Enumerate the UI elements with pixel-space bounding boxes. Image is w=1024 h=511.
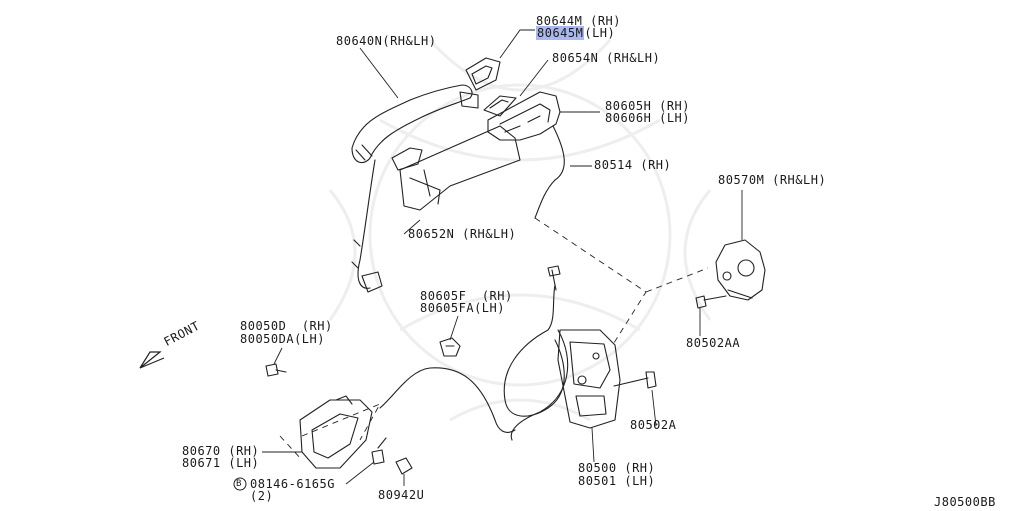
part-label-08146: 08146-6165G (250, 477, 335, 491)
part-label-80654N: 80654N (RH&LH) (552, 51, 661, 65)
part-label-80606H: 80606H (LH) (605, 111, 690, 125)
part-label-80671: 80671 (LH) (182, 456, 260, 470)
rod-shape (534, 125, 565, 219)
part-label-80942U: 80942U (378, 488, 425, 502)
alignment-dashes (279, 217, 709, 461)
key-escutcheon-shape (465, 57, 501, 91)
part-label-80500: 80500 (RH) (578, 461, 656, 475)
part-label-80605F: 80605F (RH) (420, 289, 513, 303)
highlighted-part-number[interactable]: 80645M (536, 26, 585, 40)
bolt-80502A-shape (613, 371, 657, 389)
part-label-80570M: 80570M (RH&LH) (718, 173, 827, 187)
clip-80942U-shape (395, 457, 413, 475)
outside-handle-shape (351, 84, 479, 164)
lock-cables-shape (503, 284, 565, 417)
striker-shape (715, 239, 766, 301)
watermark-emblem (328, 38, 712, 422)
inside-handle-shape (299, 395, 373, 469)
part-label-80502AA: 80502AA (686, 336, 741, 350)
leader-lines (262, 29, 743, 486)
part-label-08146-qty: (2) (250, 489, 274, 503)
inside-handle-cable-shape (379, 367, 516, 433)
part-label-80645M[interactable]: 80645M(LH) (536, 26, 616, 40)
front-arrow-icon (139, 351, 165, 369)
part-label-80050DA: 80050DA(LH) (240, 332, 325, 346)
part-label-80514: 80514 (RH) (594, 158, 672, 172)
part-label-80644M: 80644M (RH) (536, 14, 621, 28)
part-label-80501: 80501 (LH) (578, 474, 656, 488)
part-label-80605H: 80605H (RH) (605, 99, 690, 113)
part-label-80670: 80670 (RH) (182, 444, 260, 458)
cable-clip-shape (439, 337, 461, 357)
handle-cable-shape (357, 159, 376, 289)
part-label-80502A: 80502A (630, 418, 677, 432)
part-label-80050D: 80050D (RH) (240, 319, 333, 333)
bolt-08146-shape (371, 437, 387, 465)
handle-bracket-shape (391, 91, 561, 211)
gasket-shape (483, 95, 517, 117)
door-lock-actuator-shape (557, 329, 621, 429)
diagram-code: J80500BB (934, 495, 996, 509)
screw-80050D-shape (265, 363, 287, 377)
circled-b-icon (233, 477, 247, 491)
part-label-08146-prefix: B (236, 479, 242, 489)
part-label-80652N: 80652N (RH&LH) (408, 227, 517, 241)
bolt-80502AA-shape (695, 295, 727, 309)
part-label-80605FA: 80605FA(LH) (420, 301, 505, 315)
part-label-80640N: 80640N(RH&LH) (336, 34, 437, 48)
